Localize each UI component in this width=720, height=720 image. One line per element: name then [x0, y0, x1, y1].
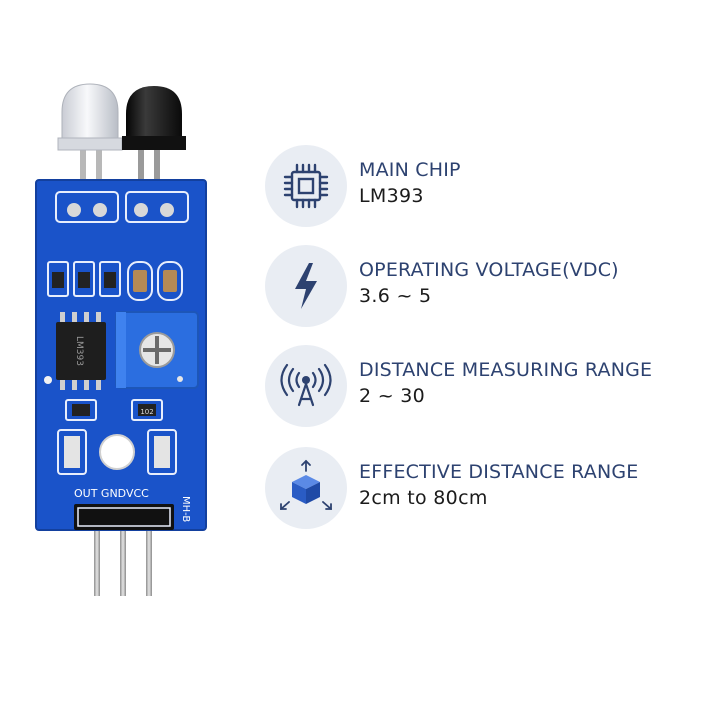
- spec-distance-measuring-range: DISTANCE MEASURING RANGE 2 ~ 30: [265, 345, 715, 427]
- spec-label: EFFECTIVE DISTANCE RANGE: [359, 461, 639, 483]
- spec-effective-distance-range: EFFECTIVE DISTANCE RANGE 2cm to 80cm: [265, 447, 715, 529]
- ir-sensor-module-image: LM393 102 OUT GNDVCC MH-B: [35, 83, 207, 596]
- spec-label: OPERATING VOLTAGE(VDC): [359, 259, 619, 281]
- spec-main-chip: MAIN CHIP LM393: [265, 145, 715, 227]
- spec-value: LM393: [359, 185, 424, 207]
- spec-label: MAIN CHIP: [359, 159, 461, 181]
- lm393-chip: LM393: [56, 312, 106, 390]
- spec-operating-voltage: OPERATING VOLTAGE(VDC) 3.6 ~ 5: [265, 245, 715, 327]
- chip-marking: LM393: [74, 336, 84, 366]
- spec-label: DISTANCE MEASURING RANGE: [359, 359, 653, 381]
- model-label: MH-B: [180, 496, 191, 522]
- ir-emitter-led: [57, 83, 123, 205]
- antenna-icon-circle: [265, 345, 347, 427]
- chip-icon-circle: [265, 145, 347, 227]
- spec-value: 2 ~ 30: [359, 385, 426, 407]
- smd-resistors: [47, 261, 183, 301]
- antenna-signal-icon: [280, 363, 332, 407]
- lightning-icon-circle: [265, 245, 347, 327]
- cube-expand-icon: [280, 459, 332, 510]
- potentiometer: [115, 311, 199, 389]
- header-pins: [94, 520, 152, 596]
- chip-icon: [283, 163, 329, 209]
- pin-labels: OUT GNDVCC: [74, 487, 149, 500]
- lightning-icon: [295, 263, 317, 309]
- resistor-code: 102: [140, 408, 153, 416]
- spec-value: 3.6 ~ 5: [359, 285, 432, 307]
- ir-receiver-led: [122, 86, 186, 205]
- pcb-board: LM393 102 OUT GNDVCC MH-B: [35, 179, 207, 531]
- cube-icon-circle: [265, 447, 347, 529]
- spec-value: 2cm to 80cm: [359, 487, 488, 509]
